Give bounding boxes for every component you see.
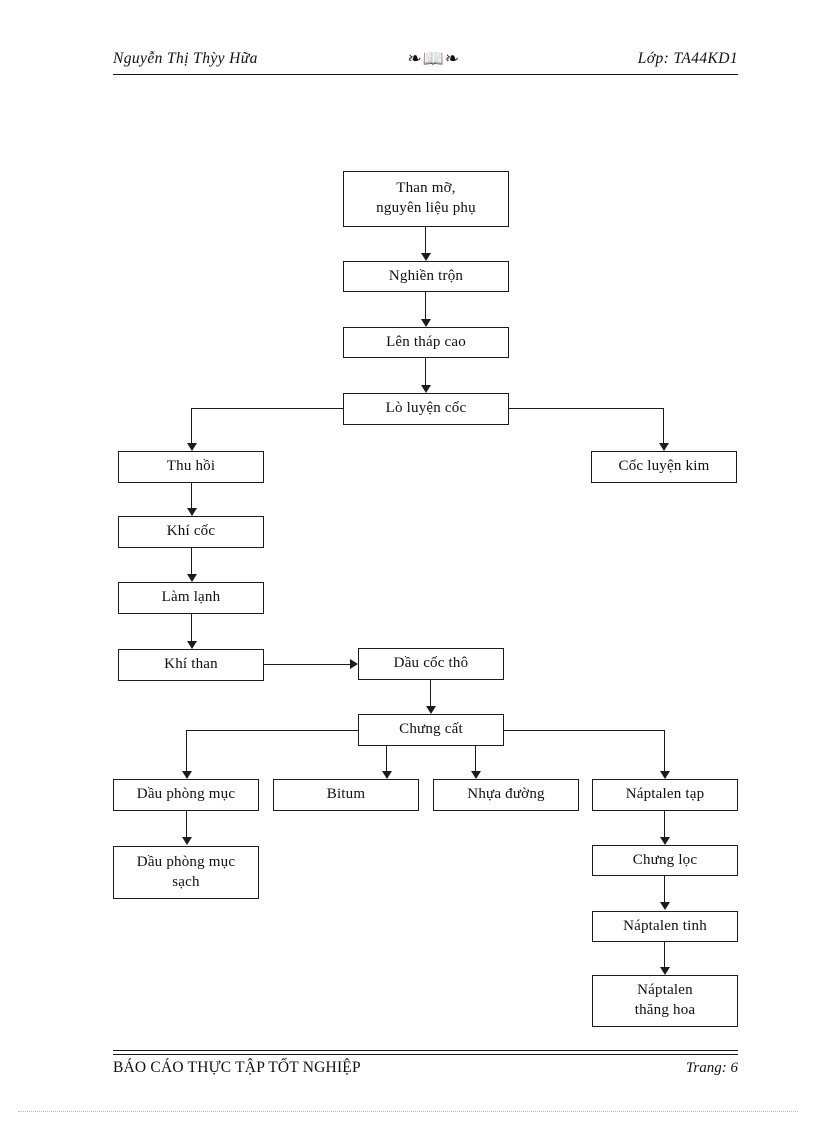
node-label: Náptalen tạp (625, 786, 705, 803)
arrowhead (421, 385, 431, 393)
edge-chung-cat-to-naptalen-tap-vertical (664, 730, 666, 771)
edge-chung-cat-to-nhua-duong (475, 746, 477, 771)
node-than-mo: Than mỡ, nguyên liệu phụ (343, 171, 509, 227)
arrowhead (187, 508, 197, 516)
header-student-name: Nguyễn Thị Thỳy Hữa (113, 50, 258, 67)
arrowhead (421, 319, 431, 327)
edge-nghien-tron-to-len-thap-cao (425, 292, 427, 319)
arrowhead (421, 253, 431, 261)
node-label-line2: sạch (172, 873, 200, 890)
node-chung-loc: Chưng lọc (592, 845, 738, 876)
page-footer: BÁO CÁO THỰC TẬP TỐT NGHIỆP Trang: 6 (113, 1053, 738, 1083)
arrowhead (350, 659, 358, 669)
node-lam-lanh: Làm lạnh (118, 582, 264, 614)
arrowhead (660, 967, 670, 975)
page-bottom-dotted-rule (18, 1111, 798, 1112)
edge-chung-cat-to-naptalen-tap-horizontal (503, 730, 665, 732)
node-nhua-duong: Nhựa đường (433, 779, 579, 811)
node-label-line2: thăng hoa (634, 1002, 696, 1018)
node-label: Làm lạnh (161, 589, 221, 606)
node-chung-cat: Chưng cất (358, 714, 504, 746)
node-thu-hoi: Thu hồi (118, 451, 264, 483)
node-dau-phong-muc: Dầu phòng mục (113, 779, 259, 811)
node-len-thap-cao: Lên tháp cao (343, 327, 509, 358)
node-label: Lên tháp cao (386, 333, 466, 350)
footer-page-number: Trang: 6 (685, 1059, 738, 1076)
edge-len-thap-cao-to-lo-luyen-coc (425, 358, 427, 385)
node-nghien-tron: Nghiền trộn (343, 261, 509, 292)
node-label: Khí cốc (166, 523, 216, 540)
node-naptalen-tinh: Náptalen tinh (592, 911, 738, 942)
edge-dau-coc-tho-to-chung-cat (430, 680, 432, 706)
arrowhead (187, 443, 197, 451)
edge-dau-phong-muc-to-sach (186, 811, 188, 837)
header-divider (113, 74, 738, 75)
edge-lo-luyen-coc-to-coc-luyen-kim-vertical (663, 408, 665, 443)
arrowhead (182, 837, 192, 845)
node-dau-phong-muc-sach: Dầu phòng mục sạch (113, 846, 259, 899)
node-label: Lò luyện cốc (385, 400, 467, 417)
node-label: Chưng cất (399, 721, 463, 738)
header-class-label: Lớp: TA44KD1 (637, 50, 738, 67)
arrowhead (660, 771, 670, 779)
node-label: Thu hồi (166, 458, 216, 475)
node-label-line1: Dầu phòng mục (136, 853, 236, 870)
edge-khi-coc-to-lam-lanh (191, 548, 193, 574)
node-label: Dầu phòng mục (136, 786, 236, 803)
node-khi-coc: Khí cốc (118, 516, 264, 548)
node-label-line1: Than mỡ, (396, 180, 456, 197)
edge-chung-loc-to-naptalen-tinh (664, 876, 666, 902)
edge-thu-hoi-to-khi-coc (191, 483, 193, 508)
footer-divider-bottom (113, 1054, 738, 1055)
page-header: Nguyễn Thị Thỳy Hữa ❧📖❧ Lớp: TA44KD1 (113, 44, 738, 74)
node-label: Cốc luyện kim (618, 458, 710, 475)
node-naptalen-tap: Náptalen tạp (592, 779, 738, 811)
node-bitum: Bitum (273, 779, 419, 811)
open-book-ornament-icon: ❧📖❧ (407, 49, 461, 69)
node-label: Chưng lọc (632, 851, 698, 868)
edge-lo-luyen-coc-to-coc-luyen-kim-horizontal (508, 408, 664, 410)
node-label-line2: nguyên liệu phụ (376, 200, 476, 216)
node-label: Bitum (326, 786, 366, 803)
edge-than-mo-to-nghien-tron (425, 227, 427, 254)
node-khi-than: Khí than (118, 649, 264, 681)
edge-khi-than-to-dau-coc-tho (264, 664, 350, 666)
edge-naptalen-tinh-to-thang-hoa (664, 942, 666, 967)
edge-chung-cat-to-dau-phong-muc-vertical (186, 730, 188, 771)
edge-lam-lanh-to-khi-than (191, 614, 193, 641)
node-coc-luyen-kim: Cốc luyện kim (591, 451, 737, 483)
node-lo-luyen-coc: Lò luyện cốc (343, 393, 509, 425)
footer-divider-top (113, 1050, 738, 1051)
edge-naptalen-tap-to-chung-loc (664, 811, 666, 837)
arrowhead (426, 706, 436, 714)
arrowhead (659, 443, 669, 451)
node-label: Nghiền trộn (388, 267, 464, 284)
arrowhead (660, 902, 670, 910)
footer-report-title: BÁO CÁO THỰC TẬP TỐT NGHIỆP (113, 1059, 361, 1076)
edge-chung-cat-to-dau-phong-muc-horizontal (186, 730, 359, 732)
arrowhead (182, 771, 192, 779)
node-label: Dầu cốc thô (393, 655, 469, 672)
edge-lo-luyen-coc-to-thu-hoi-horizontal (191, 408, 344, 410)
node-naptalen-thang-hoa: Náptalen thăng hoa (592, 975, 738, 1027)
node-label-line1: Náptalen (637, 982, 693, 999)
node-label: Náptalen tinh (623, 917, 707, 934)
arrowhead (187, 641, 197, 649)
arrowhead (471, 771, 481, 779)
node-label: Nhựa đường (467, 786, 545, 803)
node-label: Khí than (164, 656, 218, 673)
node-dau-coc-tho: Dầu cốc thô (358, 648, 504, 680)
arrowhead (382, 771, 392, 779)
edge-lo-luyen-coc-to-thu-hoi-vertical (191, 408, 193, 443)
arrowhead (187, 574, 197, 582)
edge-chung-cat-to-bitum (386, 746, 388, 771)
arrowhead (660, 837, 670, 845)
